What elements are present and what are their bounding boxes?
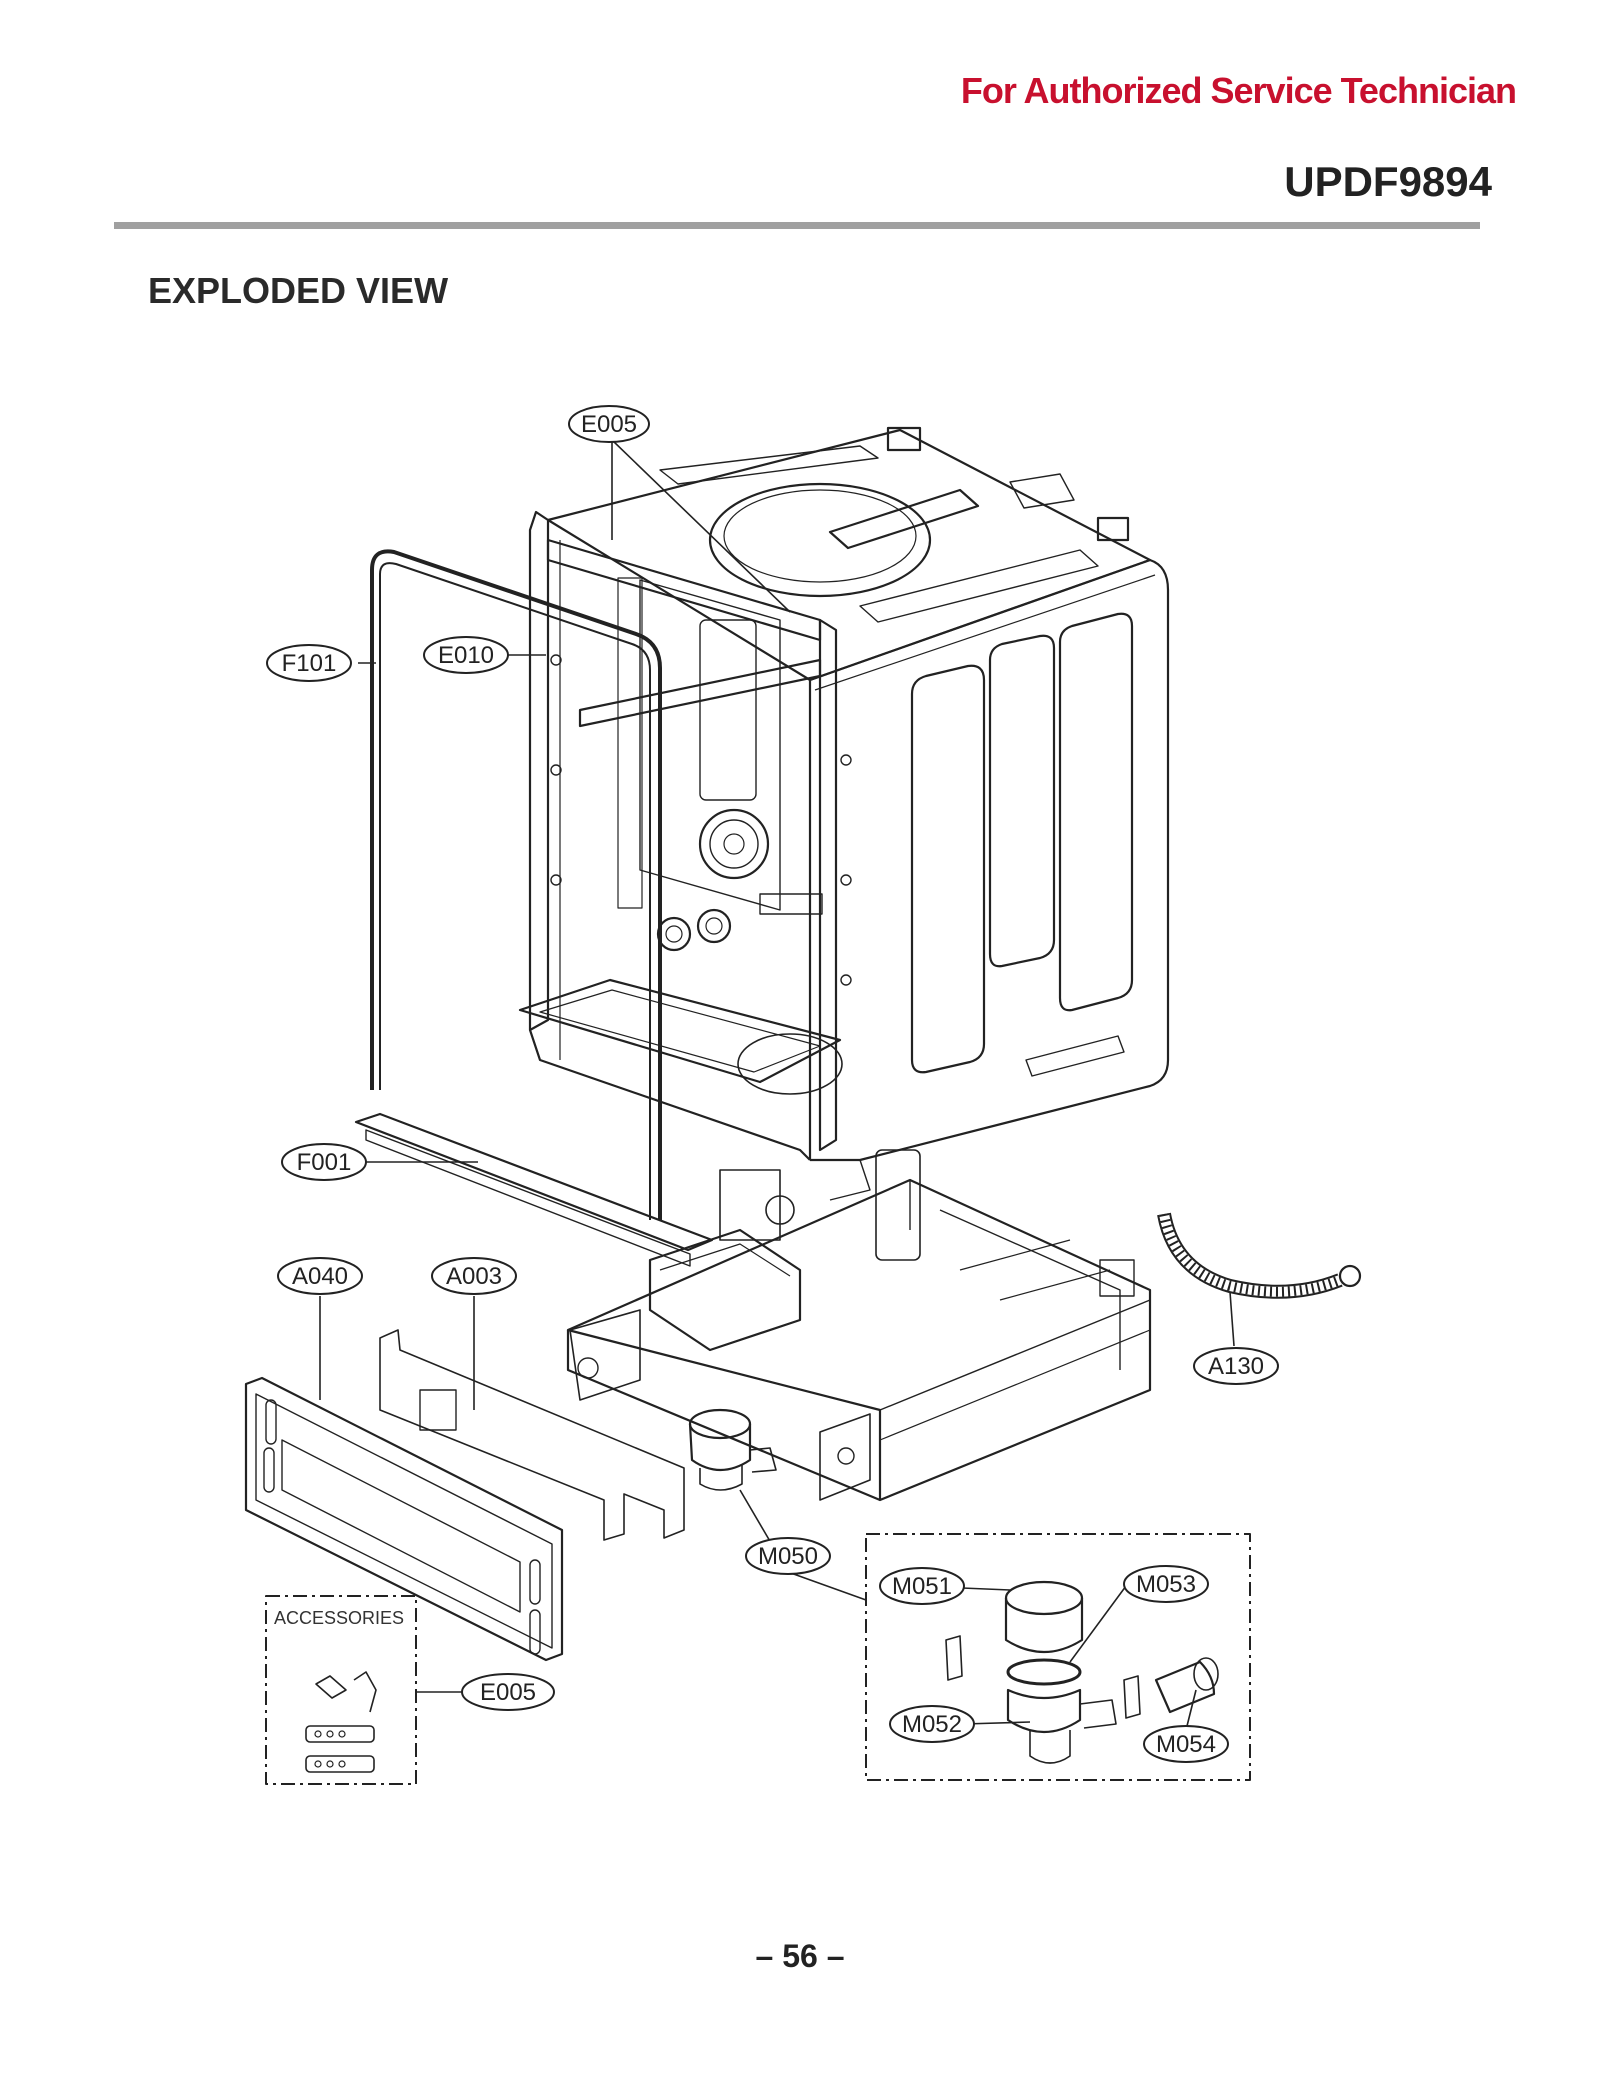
callout-m051: M051 — [892, 1573, 952, 1600]
callout-e005-accessories: E005 — [480, 1679, 536, 1706]
pump-subparts — [945, 1580, 1219, 1764]
callout-m052: M052 — [902, 1711, 962, 1738]
model-number: UPDF9894 — [1284, 158, 1492, 205]
accessories-box — [265, 1595, 417, 1785]
accessories-hardware — [305, 1671, 377, 1773]
service-technician-tagline: For Authorized Service Technician — [960, 70, 1517, 111]
kick-plate-a040 — [244, 1376, 564, 1662]
tub-assembly — [518, 426, 1170, 1201]
callout-m050: M050 — [758, 1543, 818, 1570]
insulation-a003 — [379, 1329, 685, 1541]
leader-lines — [319, 439, 1235, 1731]
base-assembly — [566, 1149, 1152, 1502]
pump-m050 — [688, 1408, 777, 1491]
page-number: – 56 – — [755, 1938, 845, 1974]
callout-a040: A040 — [292, 1263, 348, 1290]
accessories-label: ACCESSORIES — [274, 1608, 404, 1628]
callout-m054: M054 — [1156, 1731, 1216, 1758]
callout-ovals — [266, 405, 1279, 1763]
pump-subparts-box — [865, 1533, 1251, 1781]
drain-hose-a130 — [1157, 1212, 1362, 1299]
section-title: EXPLODED VIEW — [148, 270, 449, 311]
callout-f001: F001 — [297, 1149, 352, 1176]
header-divider — [114, 222, 1480, 229]
callout-a003: A003 — [446, 1263, 502, 1290]
callout-e005-top: E005 — [581, 411, 637, 438]
callout-e010: E010 — [438, 642, 494, 669]
door-gasket-f101 — [370, 549, 662, 1220]
callout-m053: M053 — [1136, 1571, 1196, 1598]
callout-f101: F101 — [282, 650, 337, 677]
callout-a130: A130 — [1208, 1353, 1264, 1380]
